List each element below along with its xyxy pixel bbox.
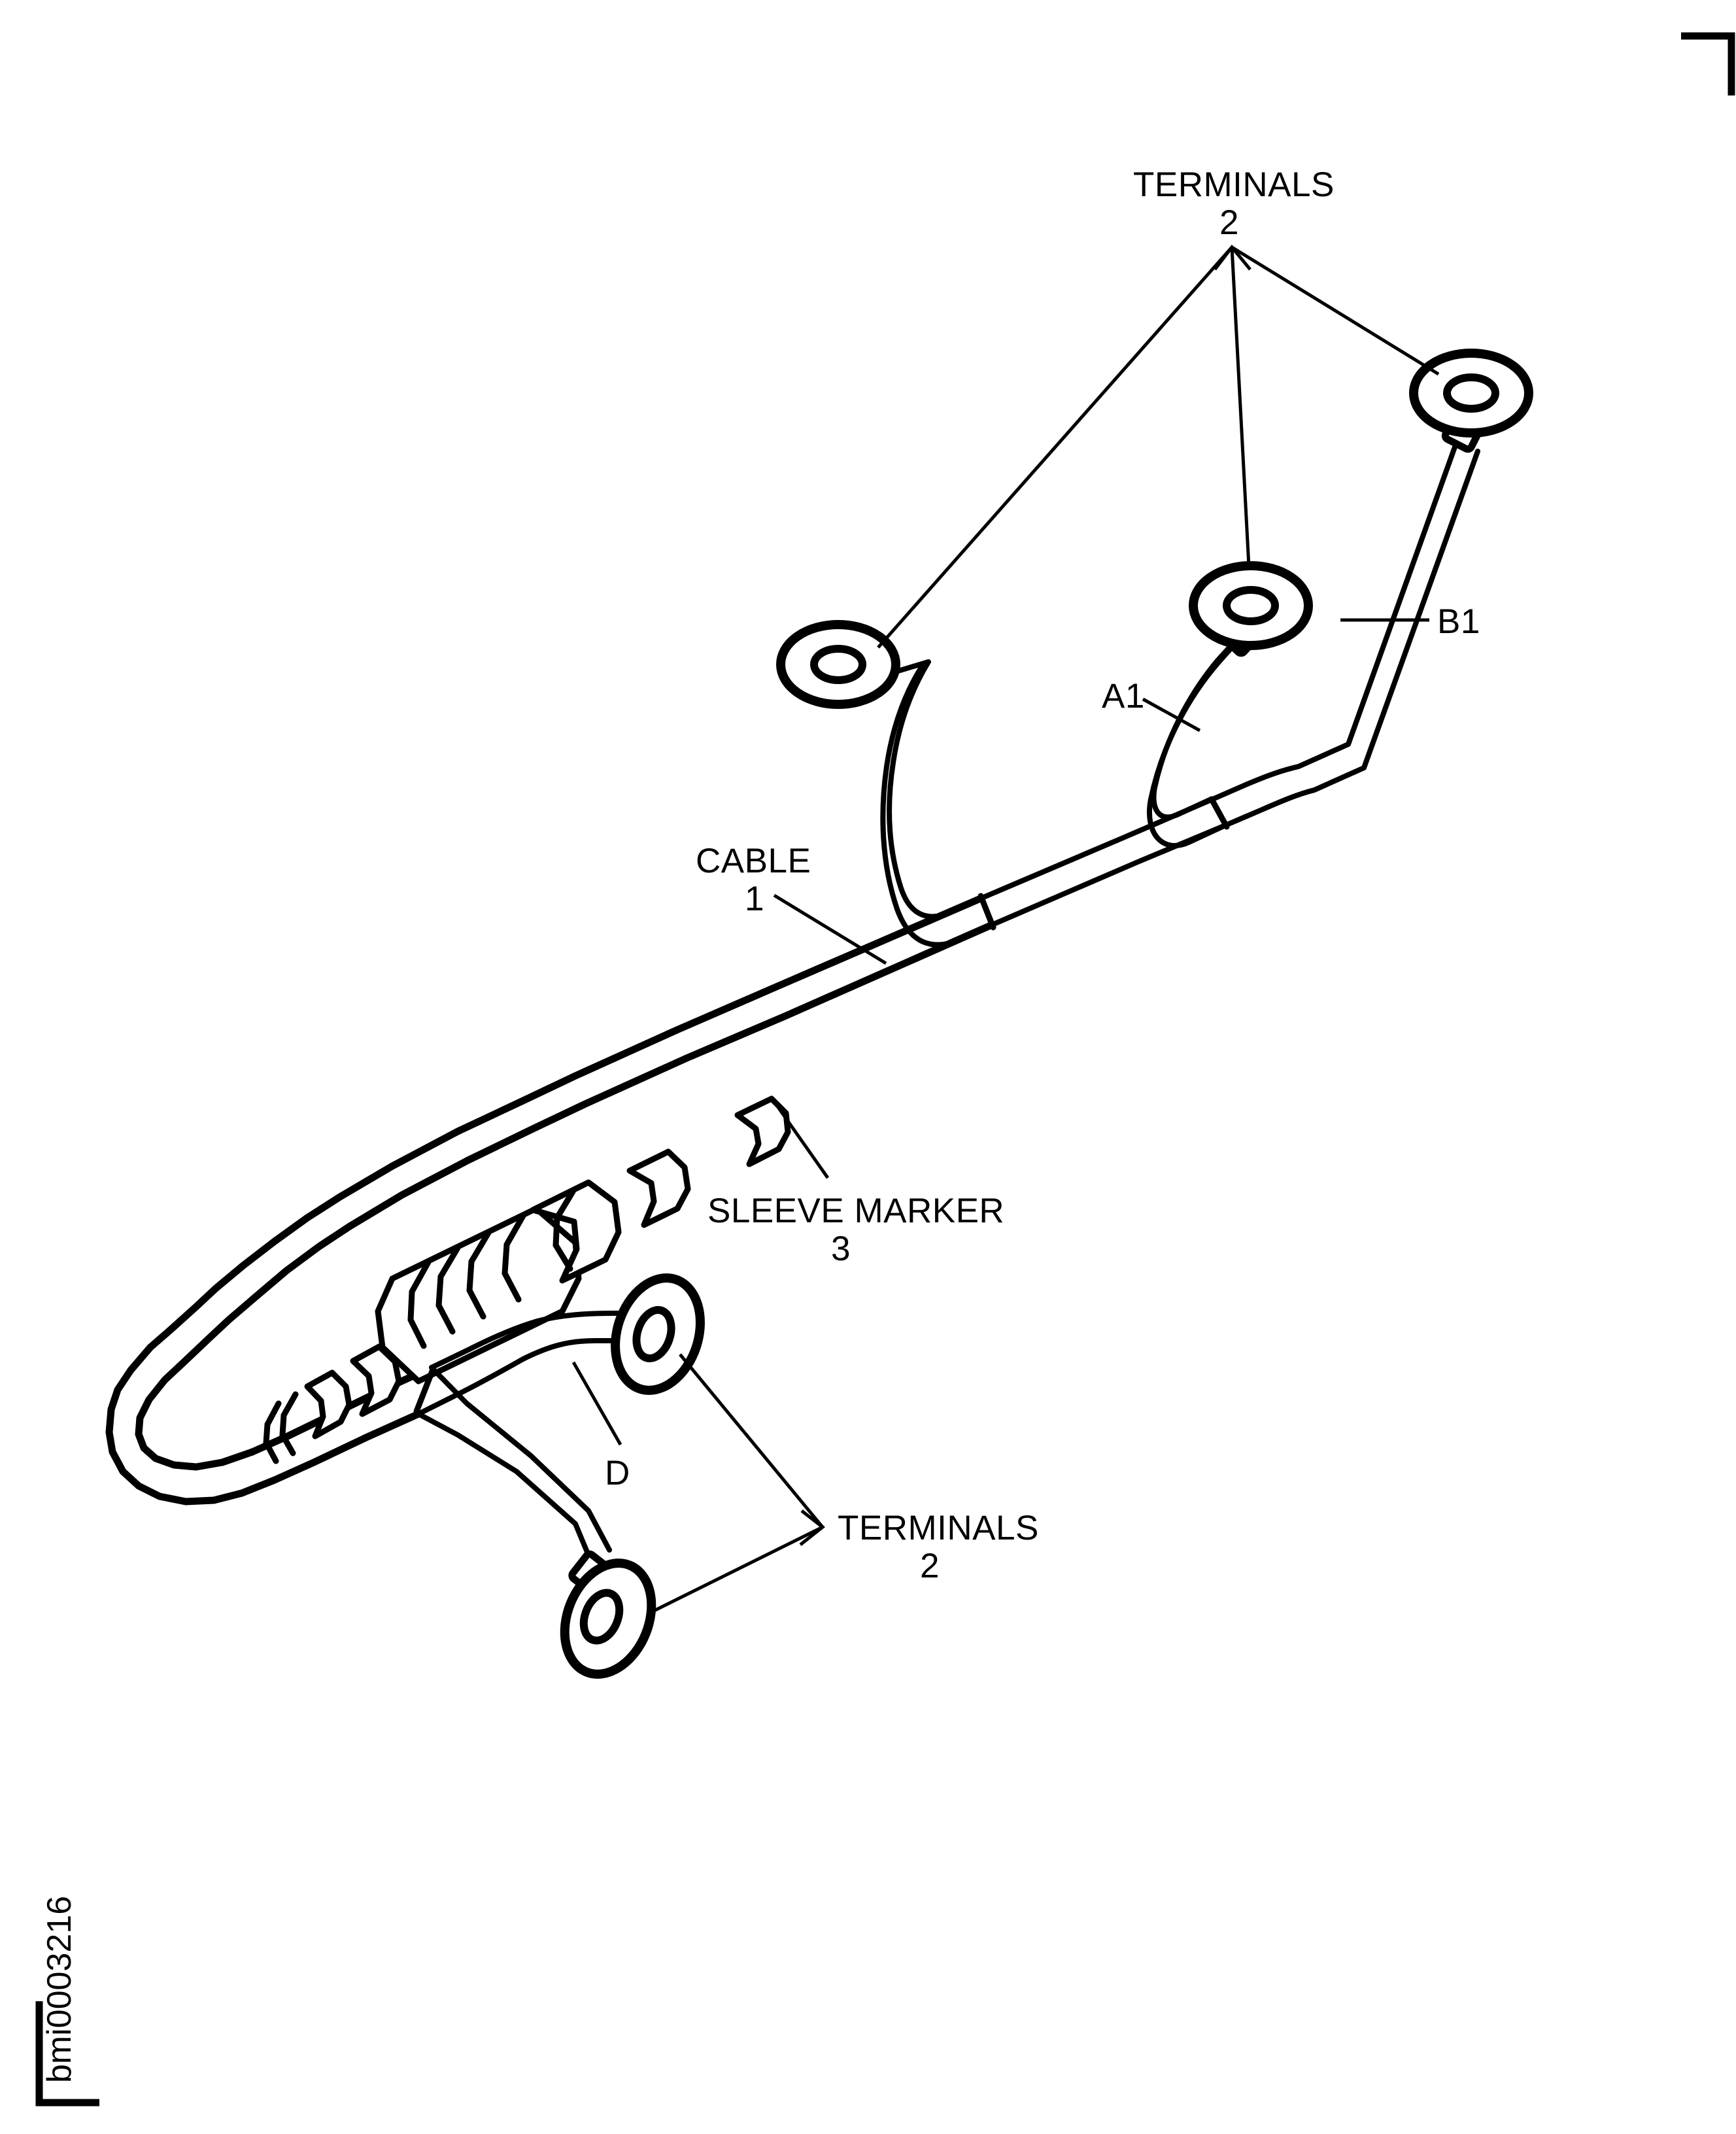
cable-number: 1	[745, 880, 764, 918]
terminals-bottom-name: TERMINALS	[838, 1509, 1039, 1547]
lower-wire-branches	[413, 1273, 705, 1679]
wire-tag-a1: A1	[1102, 677, 1145, 715]
registration-mark-top-right	[1681, 32, 1735, 95]
terminal-lug-upper-right	[1409, 349, 1533, 453]
label-terminals-bottom: TERMINALS 2	[838, 1509, 1039, 1585]
registration-mark-bottom-left	[35, 2001, 99, 2107]
cable-main-body	[105, 895, 995, 1506]
terminals-bottom-number: 2	[920, 1547, 940, 1585]
terminal-lug-upper-left	[776, 620, 900, 709]
upper-wire-branches	[776, 349, 1533, 948]
terminals-top-number: 2	[1219, 203, 1239, 242]
terminal-lug-upper-middle	[1189, 561, 1313, 657]
callout-leaders	[571, 244, 1440, 1615]
sleeve-marker-name: SLEEVE MARKER	[707, 1192, 1004, 1230]
wire-tag-b1: B1	[1437, 602, 1480, 641]
label-cable: CABLE 1	[696, 842, 811, 918]
label-terminals-top: TERMINALS 2	[1133, 165, 1335, 242]
terminal-lug-lower-upper	[611, 1273, 705, 1395]
strain-relief-boot	[263, 1095, 791, 1464]
label-sleeve-marker: SLEEVE MARKER 3	[707, 1192, 1004, 1268]
figure-code-text: bmi0003216	[41, 1896, 78, 2083]
sleeve-marker-number: 3	[831, 1230, 851, 1268]
figure-code: bmi0003216	[41, 1896, 78, 2083]
terminal-lug-lower-lower	[560, 1550, 656, 1679]
terminals-top-name: TERMINALS	[1133, 165, 1335, 204]
wire-tag-d: D	[605, 1454, 630, 1492]
cable-name: CABLE	[696, 842, 811, 880]
